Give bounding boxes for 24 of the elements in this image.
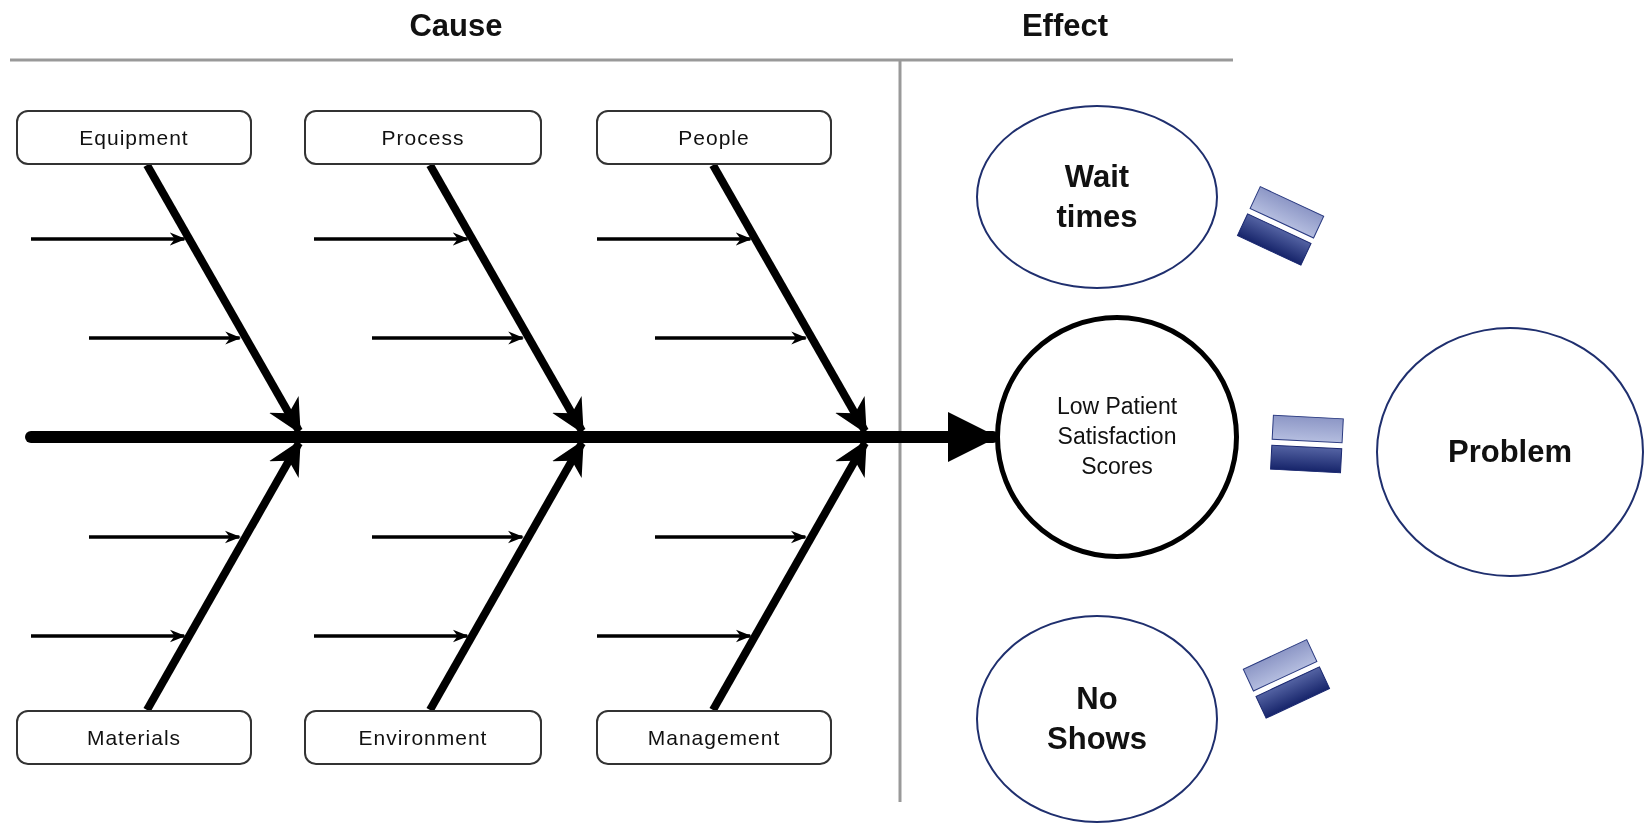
- ellipse-label: Problem: [1448, 432, 1572, 471]
- category-label: Equipment: [79, 125, 189, 150]
- category-box: [16, 110, 252, 165]
- category-box: [16, 710, 252, 765]
- column-heading: Cause: [409, 8, 503, 44]
- column-heading: Effect: [1021, 8, 1109, 44]
- cause-bone-arrow: [426, 163, 586, 434]
- category-label: Process: [381, 125, 465, 150]
- category-label: People: [678, 125, 750, 150]
- cause-bone-arrow: [143, 440, 303, 712]
- category-box: [304, 710, 542, 765]
- category-label: Materials: [86, 725, 182, 750]
- category-label: Management: [647, 725, 781, 750]
- cause-bone-arrow: [143, 163, 303, 434]
- cause-bone-arrow: [709, 163, 869, 434]
- ellipse-label: Wait times: [1055, 157, 1139, 236]
- category-box: [596, 710, 832, 765]
- ellipse-label: Low Patient Satisfaction Scores: [1055, 392, 1179, 481]
- category-label: Environment: [358, 725, 488, 750]
- category-box: [304, 110, 542, 165]
- ellipse-label: No Shows: [1046, 679, 1148, 758]
- cause-bone-arrow: [709, 440, 869, 712]
- category-box: [596, 110, 832, 165]
- cause-bone-arrow: [426, 440, 586, 712]
